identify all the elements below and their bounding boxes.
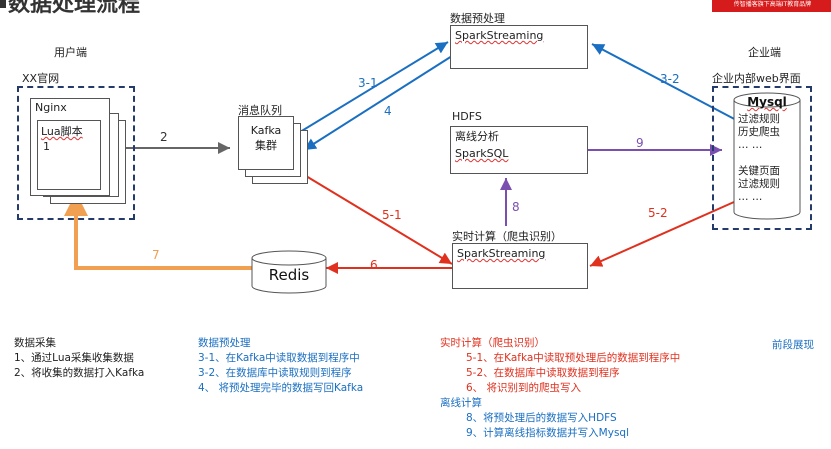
title-marker bbox=[0, 0, 6, 8]
arrow-label-3-2: 3-2 bbox=[660, 72, 680, 86]
mysql-label: Mysql bbox=[747, 95, 787, 109]
mysql-line-2: 历史爬虫 bbox=[738, 126, 780, 138]
pre-title: 数据预处理 bbox=[198, 337, 251, 349]
rt-step-5-1: 5-1、在Kafka中读取预处理后的数据到程序中 bbox=[466, 352, 681, 364]
arrow-5-1 bbox=[305, 175, 453, 265]
offline-line-2: SparkSQL bbox=[455, 147, 509, 160]
arrow-label-9: 9 bbox=[636, 136, 644, 150]
rt-step-6: 6、 将识别到的爬虫写入 bbox=[466, 382, 582, 394]
arrow-label-2: 2 bbox=[160, 130, 168, 144]
off-step-8: 8、将预处理后的数据写入HDFS bbox=[466, 412, 617, 424]
arrow-3-2 bbox=[591, 43, 741, 123]
arrow-label-8: 8 bbox=[512, 200, 520, 214]
spark-streaming-preprocess-box: SparkStreaming bbox=[450, 25, 588, 69]
spark-streaming-realtime-label: SparkStreaming bbox=[457, 247, 546, 260]
pre-step-3-1: 3-1、在Kafka中读取数据到程序中 bbox=[198, 352, 360, 364]
enterprise-side-label: 企业端 bbox=[748, 46, 781, 59]
rt-step-5-2: 5-2、在数据库中读取数据到程序 bbox=[466, 367, 620, 379]
realtime-label: 实时计算（爬虫识别） bbox=[452, 230, 562, 243]
mysql-line-1: 过滤规则 bbox=[738, 113, 780, 125]
mysql-line-7: … … bbox=[738, 191, 763, 203]
mysql-line-6: 过滤规则 bbox=[738, 178, 780, 190]
mysql-contents: 过滤规则 历史爬虫 … … 关键页面 过滤规则 … … bbox=[738, 113, 780, 204]
arrow-5-2 bbox=[589, 201, 735, 267]
collect-step-2: 2、将收集的数据打入Kafka bbox=[14, 367, 145, 379]
offline-line-1: 离线分析 bbox=[455, 130, 499, 143]
xx-site-label: XX官网 bbox=[22, 72, 60, 85]
page-title: 数据处理流程 bbox=[8, 0, 141, 17]
off-step-9: 9、计算离线指标数据并写入Mysql bbox=[466, 427, 630, 439]
arrow-label-5-1: 5-1 bbox=[382, 208, 402, 222]
mysql-line-gap bbox=[738, 152, 780, 165]
arrow-label-3-1: 3-1 bbox=[358, 76, 378, 90]
spark-streaming-realtime-box: SparkStreaming bbox=[452, 243, 588, 289]
lua-script-label: Lua脚本 bbox=[41, 125, 83, 138]
lua-step-number: 1 bbox=[43, 140, 50, 153]
arrow-4 bbox=[303, 55, 453, 151]
collect-step-1: 1、通过Lua采集收集数据 bbox=[14, 352, 134, 364]
off-title: 离线计算 bbox=[440, 397, 482, 409]
collect-title: 数据采集 bbox=[14, 337, 56, 349]
mysql-line-3: … … bbox=[738, 139, 763, 151]
brand-banner: 传智播客旗下高端IT教育品牌 bbox=[712, 0, 831, 12]
hdfs-label: HDFS bbox=[452, 110, 482, 123]
arrow-label-7: 7 bbox=[152, 248, 160, 262]
xx-site-region bbox=[17, 86, 135, 220]
offline-analysis-box: 离线分析 SparkSQL bbox=[450, 126, 588, 174]
spark-streaming-preprocess-label: SparkStreaming bbox=[455, 29, 544, 42]
pre-step-3-2: 3-2、在数据库中读取规则到程序 bbox=[198, 367, 352, 379]
web-ui-label: 企业内部web界面 bbox=[712, 72, 801, 85]
lua-script-box: Lua脚本 1 bbox=[37, 120, 101, 190]
arrow-7 bbox=[64, 192, 252, 270]
kafka-cluster-box: Kafka 集群 bbox=[238, 116, 294, 170]
arrow-3-1 bbox=[299, 41, 449, 133]
arrow-label-6: 6 bbox=[370, 258, 378, 272]
mq-label: 消息队列 bbox=[238, 104, 282, 117]
preprocess-label: 数据预处理 bbox=[450, 12, 505, 25]
kafka-line-1: Kafka bbox=[250, 124, 282, 137]
kafka-line-2: 集群 bbox=[255, 139, 277, 152]
user-side-label: 用户端 bbox=[54, 46, 87, 59]
arrow-label-5-2: 5-2 bbox=[648, 206, 668, 220]
mysql-line-5: 关键页面 bbox=[738, 165, 780, 177]
redis-label: Redis bbox=[268, 266, 310, 284]
arrow-label-4: 4 bbox=[384, 104, 392, 118]
nginx-label: Nginx bbox=[35, 101, 67, 114]
rt-title: 实时计算（爬虫识别） bbox=[440, 337, 545, 349]
frontend-label: 前段展现 bbox=[772, 339, 814, 351]
pre-step-4: 4、 将预处理完毕的数据写回Kafka bbox=[198, 382, 364, 394]
enterprise-web-region bbox=[712, 86, 812, 230]
